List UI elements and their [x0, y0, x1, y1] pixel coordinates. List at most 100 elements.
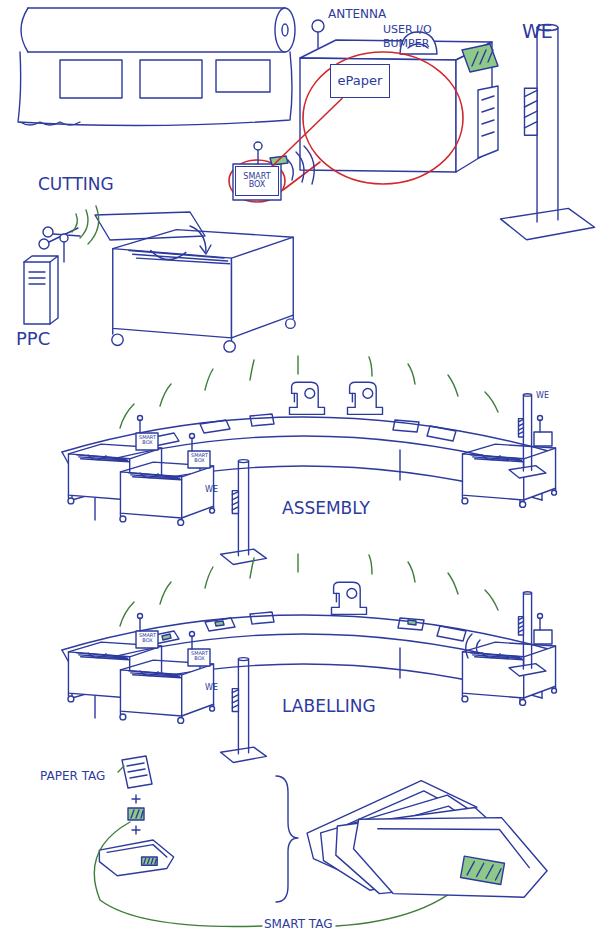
bag-stack	[301, 769, 554, 919]
cart-bin	[462, 642, 557, 705]
brace	[276, 776, 298, 902]
sketch-label: PPC	[16, 330, 50, 349]
smart-box-small	[136, 433, 158, 450]
smart-box-small	[534, 432, 552, 446]
fabric-roll	[282, 24, 288, 36]
cut-piece	[200, 245, 211, 254]
radio-waves	[288, 146, 314, 184]
smart-box-small	[140, 420, 540, 451]
sketch-label: WE	[205, 684, 218, 692]
ppc-computer	[24, 256, 58, 324]
smart-box-small	[136, 614, 552, 667]
brace	[276, 776, 298, 902]
cart-bin	[112, 230, 295, 353]
we-tower	[509, 394, 546, 478]
smart-tag-chip	[128, 808, 144, 820]
radio-waves	[72, 206, 99, 244]
smart-box-small	[136, 631, 158, 648]
smart-box-enlarged	[317, 32, 318, 48]
ppc-computer	[24, 234, 68, 324]
bag-stack	[347, 793, 555, 919]
smart-box-enlarged	[300, 20, 498, 172]
tagged-piece	[150, 612, 466, 644]
paper-tag-sheet	[127, 763, 147, 778]
fabric-roll	[60, 60, 270, 98]
tagged-piece	[162, 620, 416, 640]
we-tower	[221, 460, 267, 565]
smart-box-small	[233, 142, 288, 200]
sketch-label: LABELLING	[282, 698, 376, 716]
cut-piece	[95, 212, 211, 254]
sketch-label: PAPER TAG	[40, 770, 105, 783]
tagged-piece	[150, 612, 466, 644]
cart-bin	[120, 660, 215, 723]
smart-box-small	[136, 416, 552, 469]
smart-box-enlarged	[472, 50, 493, 66]
smart-tag-chip	[128, 808, 144, 820]
fabric-roll	[18, 52, 292, 126]
bag-part	[99, 840, 173, 876]
smart-box-label: SMART BOX	[235, 166, 279, 196]
fabric-roll	[275, 8, 295, 52]
cut-piece	[190, 226, 206, 252]
smart-box-small	[138, 614, 143, 619]
radio-waves	[466, 634, 480, 658]
smart-box-small	[190, 632, 195, 637]
fabric-piece	[150, 414, 456, 446]
we-tower	[500, 24, 594, 239]
fabric-roll	[28, 8, 285, 52]
sketch-label: BUMPER	[383, 38, 429, 50]
smart-box-small	[534, 630, 552, 644]
paper-tag-sheet	[122, 756, 152, 788]
highlight-ellipse	[229, 52, 463, 202]
ppc-computer	[24, 262, 50, 324]
sketch-label: SMART BOX	[137, 435, 158, 446]
sketch-label: CUTTING	[38, 176, 114, 194]
ppc-computer	[60, 234, 68, 242]
smart-box-enlarged	[478, 86, 498, 158]
sketch-label: SMART BOX	[189, 453, 210, 464]
fabric-roll	[20, 122, 80, 125]
sketch-label: SMART TAG	[264, 918, 332, 931]
labelling-machine	[332, 582, 367, 614]
sketch-label: USER I/O	[383, 24, 432, 36]
zoom-connector	[272, 98, 342, 166]
fabric-roll	[18, 8, 295, 126]
cart-bin	[120, 462, 215, 525]
sketch-label: WE	[522, 22, 553, 42]
leader-line	[118, 766, 124, 772]
highlight-ellipse	[303, 52, 463, 184]
epaper-display: ePaper	[330, 64, 390, 98]
scissors-icon	[49, 228, 80, 242]
fabric-roll	[21, 8, 28, 52]
smart-box-small	[257, 150, 258, 164]
sewing-machine	[348, 382, 383, 414]
smart-box-small	[538, 614, 543, 619]
smart-box-small	[138, 416, 143, 421]
we-tower	[509, 592, 546, 676]
we-tower	[221, 658, 267, 763]
smart-tag-chip	[131, 810, 143, 818]
smart-box-small	[140, 618, 540, 649]
smart-box-small	[233, 164, 281, 200]
smart-box-small	[270, 156, 288, 165]
ppc-computer	[29, 272, 45, 284]
smart-box-enlarged	[300, 58, 456, 172]
cut-piece	[95, 212, 205, 240]
highlight-ellipse	[229, 160, 285, 202]
sketch-label: SMART BOX	[137, 633, 158, 644]
scissors-icon	[39, 239, 49, 249]
radio-waves	[288, 146, 314, 184]
smart-box-small	[188, 451, 210, 468]
sketch-label: SMART BOX	[189, 651, 210, 662]
smart-box-enlarged	[482, 96, 494, 136]
sketch-label: ASSEMBLY	[282, 500, 370, 518]
smart-box-small	[188, 649, 210, 666]
sketch-label: WE	[536, 392, 549, 400]
smart-box-small	[254, 142, 262, 150]
sewing-machine	[290, 382, 325, 414]
scissors-icon	[43, 227, 53, 237]
